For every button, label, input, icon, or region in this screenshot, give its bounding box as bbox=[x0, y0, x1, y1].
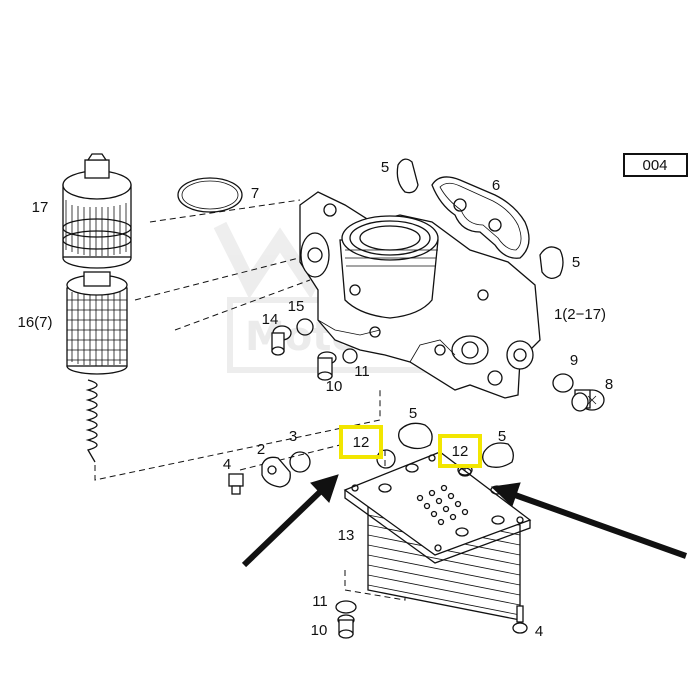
callout-4-lower: 4 bbox=[535, 623, 543, 640]
seal-5-right bbox=[539, 246, 564, 279]
seal-5-top bbox=[396, 158, 419, 194]
callout-15: 15 bbox=[288, 298, 305, 315]
oil-filter-housing-1 bbox=[299, 191, 541, 399]
bolt-4-left bbox=[228, 473, 244, 495]
callout-5-lower-right: 5 bbox=[498, 428, 506, 445]
callout-9: 9 bbox=[570, 352, 578, 369]
callout-10-upper: 10 bbox=[326, 378, 343, 395]
callout-11-lower: 11 bbox=[312, 593, 328, 610]
callout-12-right: 12 bbox=[452, 443, 469, 460]
callout-14: 14 bbox=[262, 311, 279, 328]
seal-5-lower-right bbox=[482, 442, 514, 468]
highlight-box-12-left bbox=[339, 425, 383, 459]
filter-element-16 bbox=[66, 271, 128, 375]
cover-plate-2 bbox=[261, 456, 291, 488]
callout-16: 16(7) bbox=[17, 314, 52, 331]
callout-11-upper: 11 bbox=[354, 363, 370, 380]
gasket-6 bbox=[431, 176, 530, 259]
filter-cap-17 bbox=[62, 153, 132, 269]
plug-10-lower bbox=[337, 614, 355, 639]
seal-11-lower bbox=[335, 600, 357, 614]
seal-15 bbox=[296, 318, 314, 336]
seal-11-upper bbox=[342, 348, 358, 364]
callout-4-left: 4 bbox=[223, 456, 231, 473]
callout-13: 13 bbox=[338, 527, 355, 544]
callout-7: 7 bbox=[251, 185, 259, 202]
plug-10-upper bbox=[317, 351, 337, 381]
callout-8: 8 bbox=[605, 376, 613, 393]
o-ring-7 bbox=[177, 177, 243, 213]
seal-3 bbox=[289, 451, 311, 473]
plug-14 bbox=[271, 325, 292, 356]
plug-8 bbox=[571, 389, 605, 412]
callout-2: 2 bbox=[257, 441, 265, 458]
highlight-box-12-right bbox=[438, 434, 482, 468]
callout-12-left: 12 bbox=[353, 434, 370, 451]
filter-stem bbox=[85, 379, 98, 463]
callout-5-lower-left: 5 bbox=[409, 405, 417, 422]
arrow-left bbox=[241, 474, 339, 568]
seal-9 bbox=[552, 373, 574, 393]
oil-cooler-13 bbox=[343, 451, 532, 621]
page-ref-box bbox=[623, 153, 688, 177]
bolt-4-lower bbox=[512, 605, 528, 634]
callout-3: 3 bbox=[289, 428, 297, 445]
seal-5-lower-left bbox=[398, 422, 433, 450]
callout-5-top: 5 bbox=[381, 159, 389, 176]
arrow-right bbox=[490, 482, 688, 559]
callout-17: 17 bbox=[32, 199, 49, 216]
callout-5-right: 5 bbox=[572, 254, 580, 271]
page-ref-label: 004 bbox=[642, 157, 667, 174]
callout-6: 6 bbox=[492, 177, 500, 194]
callout-1: 1(2−17) bbox=[554, 306, 606, 323]
callout-10-lower: 10 bbox=[311, 622, 328, 639]
